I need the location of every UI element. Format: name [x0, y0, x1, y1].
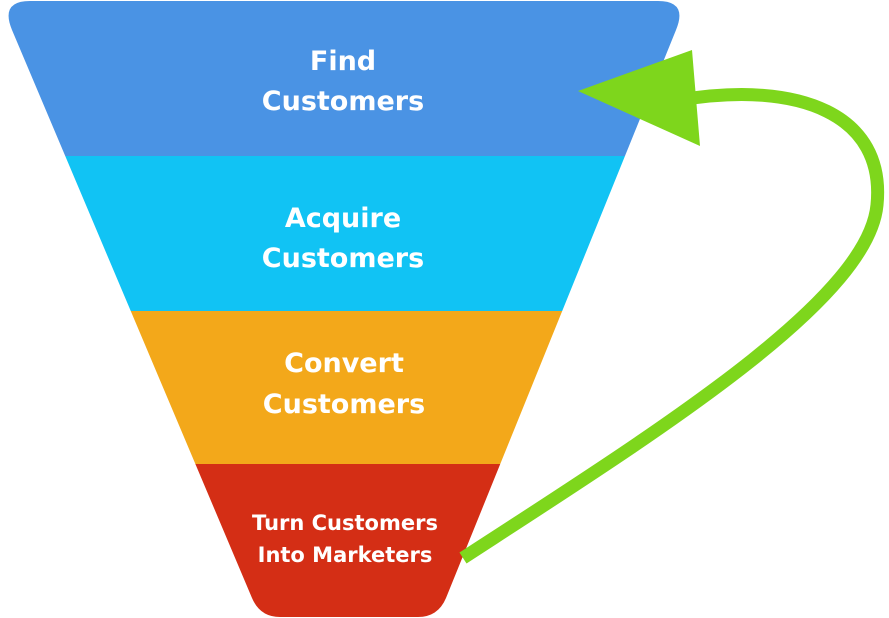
stage-convert-line1: Convert: [284, 348, 404, 379]
stage-find-line2: Customers: [262, 86, 424, 117]
loop-arrow: [459, 50, 885, 564]
stage-convert-line2: Customers: [263, 389, 425, 420]
stage-turn-line1: Turn Customers: [252, 511, 438, 535]
funnel-stage-acquire: [8, 156, 680, 311]
funnel-stage-turn: [8, 464, 680, 617]
loop-arrow-shaft: [459, 88, 885, 564]
loop-arrow-head: [578, 50, 700, 146]
stage-acquire-line1: Acquire: [285, 203, 401, 234]
funnel-stage-find: [8, 1, 680, 156]
stage-acquire-line2: Customers: [262, 243, 424, 274]
funnel-stage-convert: [8, 311, 680, 464]
stage-find-line1: Find: [310, 46, 376, 77]
stage-turn-line2: Into Marketers: [258, 543, 433, 567]
